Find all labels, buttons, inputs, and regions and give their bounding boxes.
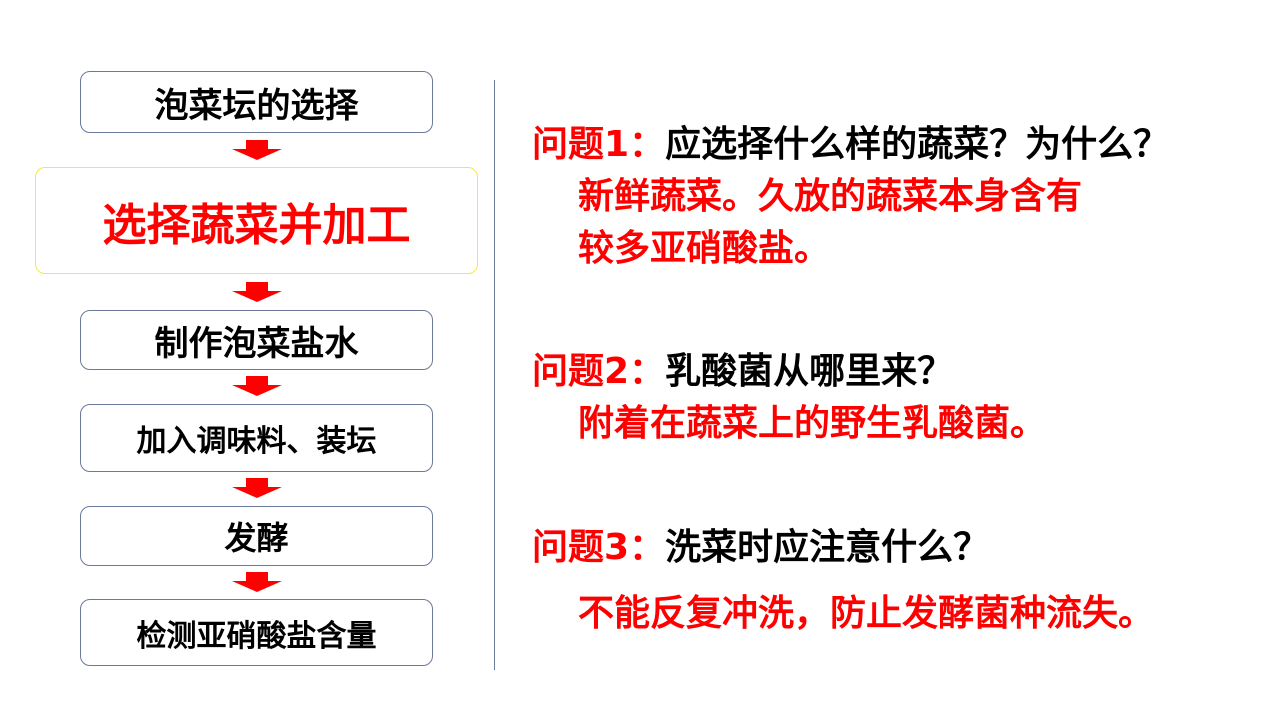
question-2-label: 问题2： [532, 351, 666, 392]
question-1-text: 应选择什么样的蔬菜？为什么？ [665, 124, 1170, 165]
question-3-label: 问题3： [532, 527, 666, 568]
question-3-text: 洗菜时应注意什么？ [665, 527, 990, 568]
question-1: 问题1：应选择什么样的蔬菜？为什么？ [532, 115, 1169, 167]
vertical-divider [494, 80, 495, 670]
answer-1-line-2: 较多亚硝酸盐。 [578, 228, 831, 269]
flow-step-select-vegetables: 选择蔬菜并加工 [35, 167, 478, 274]
flow-step-choose-jar: 泡菜坛的选择 [80, 71, 433, 133]
question-1-label: 问题1： [532, 124, 666, 165]
question-2: 问题2：乳酸菌从哪里来？ [532, 342, 953, 394]
answer-3-line-1: 不能反复冲洗，防止发酵菌种流失。 [578, 593, 1155, 634]
question-2-text: 乳酸菌从哪里来？ [665, 351, 954, 392]
flow-step-ferment: 发酵 [80, 506, 433, 566]
answer-2-line-1: 附着在蔬菜上的野生乳酸菌。 [578, 403, 1047, 444]
flow-step-add-seasoning: 加入调味料、装坛 [80, 404, 433, 472]
flow-step-make-brine: 制作泡菜盐水 [80, 310, 433, 370]
flow-step-test-nitrite: 检测亚硝酸盐含量 [80, 599, 433, 666]
question-3: 问题3：洗菜时应注意什么？ [532, 518, 989, 570]
answer-1-line-1: 新鲜蔬菜。久放的蔬菜本身含有 [578, 176, 1083, 217]
